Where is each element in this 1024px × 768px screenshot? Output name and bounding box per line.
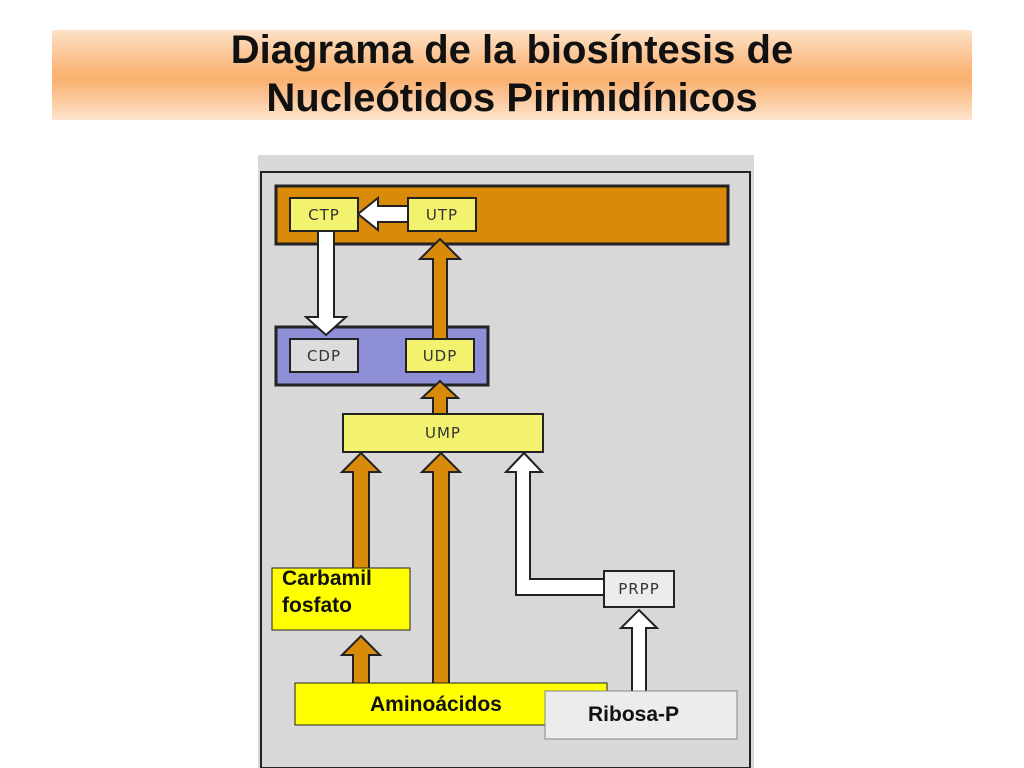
node-cdp bbox=[289, 338, 359, 373]
node-ctp-label: CTP bbox=[308, 206, 340, 224]
arrow-carbamil-to-ump bbox=[339, 451, 383, 576]
ribosa-box bbox=[544, 690, 738, 740]
aminoacidos-label: Aminoácidos bbox=[370, 693, 502, 716]
node-cdp-label: CDP bbox=[307, 347, 341, 365]
carbamil-line-1: Carbamil bbox=[282, 567, 372, 590]
carbamil-line-2: fosfato bbox=[282, 594, 352, 617]
node-ctp bbox=[289, 197, 359, 232]
page-title: Diagrama de la biosíntesis de Nucleótido… bbox=[0, 26, 1024, 122]
node-ump bbox=[342, 413, 544, 453]
diagram-canvas: CTP UTP CDP UDP UMP PRPP bbox=[258, 155, 754, 768]
arrow-ctp-to-cdp bbox=[303, 229, 349, 337]
arrow-ribosa-to-prpp bbox=[618, 608, 660, 696]
node-ump-label: UMP bbox=[425, 424, 461, 442]
arrow-udp-to-utp bbox=[417, 237, 463, 342]
ribosa-label: Ribosa-P bbox=[588, 703, 680, 726]
node-udp-label: UDP bbox=[423, 347, 458, 365]
node-utp-label: UTP bbox=[426, 206, 458, 224]
arrow-prpp-to-ump bbox=[503, 451, 607, 596]
carbamil-box bbox=[271, 567, 411, 631]
arrow-aminoacids-to-ump bbox=[419, 451, 463, 691]
title-line-2: Nucleótidos Pirimidínicos bbox=[266, 76, 758, 120]
node-prpp bbox=[603, 570, 675, 608]
diagram-panel bbox=[258, 155, 754, 768]
node-utp bbox=[407, 197, 477, 232]
title-line-1: Diagrama de la biosíntesis de bbox=[230, 28, 794, 72]
pyrimidine-pathway-diagram: CTP UTP CDP UDP UMP PRPP C bbox=[258, 155, 754, 768]
carbamil-label: Carbamil fosfato bbox=[282, 565, 372, 619]
triphosphate-band bbox=[274, 184, 730, 246]
node-udp bbox=[405, 338, 475, 373]
node-prpp-label: PRPP bbox=[618, 580, 660, 598]
diagram-frame bbox=[260, 171, 751, 768]
title-band bbox=[52, 30, 972, 120]
